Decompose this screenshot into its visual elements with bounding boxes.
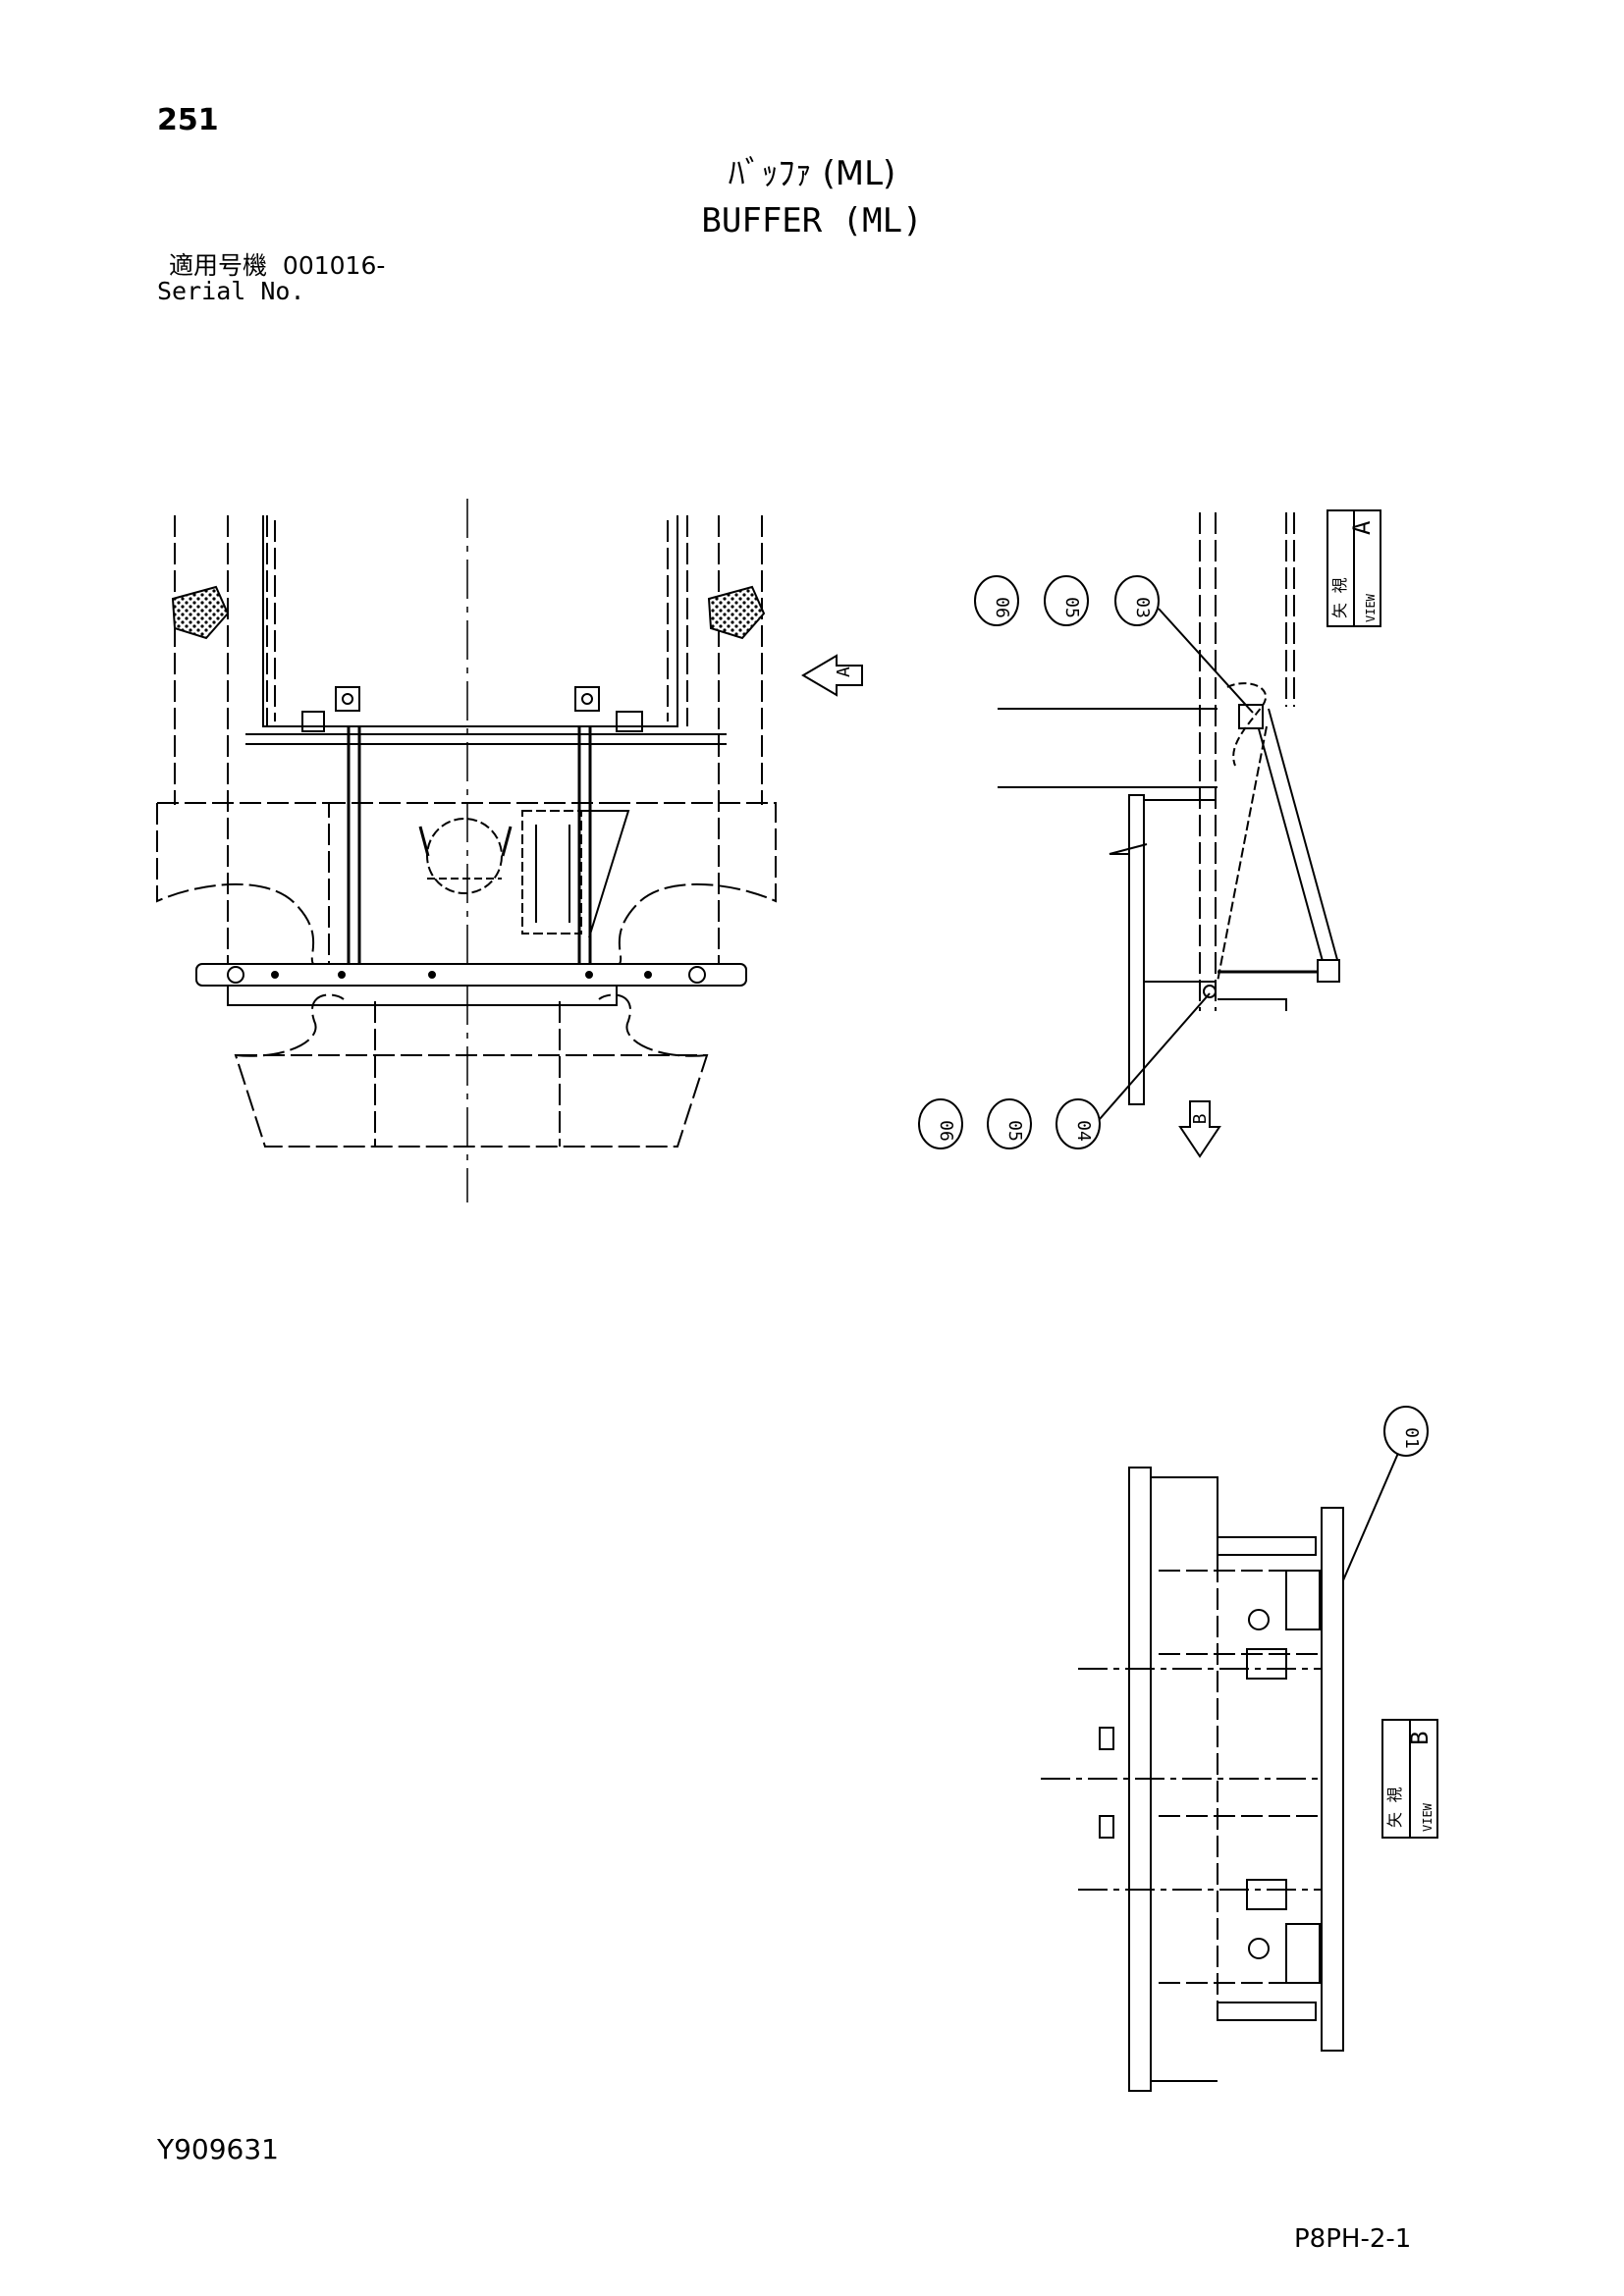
- callout-bottom-1: 06: [936, 1120, 956, 1142]
- callout-view-b-1: 01: [1401, 1427, 1422, 1449]
- page-number: 251: [157, 103, 219, 137]
- serial-label-ja-text: 適用号機: [169, 251, 268, 280]
- view-b-word: VIEW: [1421, 1802, 1435, 1832]
- callouts-bottom: [918, 992, 1211, 1149]
- serial-label-japanese: 適用号機 001016-: [169, 253, 385, 278]
- callout-top-3: 03: [1132, 597, 1153, 618]
- arrow-b-label: B: [1190, 1114, 1211, 1125]
- bottom-view: [1041, 1450, 1438, 2092]
- callouts-top: [974, 575, 1254, 714]
- serial-number: 001016-: [282, 251, 386, 280]
- page-code: P8PH-2-1: [1294, 2224, 1412, 2254]
- title-japanese: ﾊﾞｯﾌｧ (ML): [728, 154, 896, 193]
- arrow-a-label: A: [834, 667, 854, 677]
- view-a-word: VIEW: [1364, 593, 1378, 622]
- view-arrow-b: B: [1178, 1100, 1221, 1158]
- callout-top-2: 05: [1061, 597, 1082, 618]
- serial-label-english: Serial No.: [157, 277, 305, 305]
- side-view: [998, 509, 1381, 1105]
- view-b-kanji: 矢 視: [1385, 1787, 1404, 1828]
- callout-bottom-3: 04: [1073, 1120, 1094, 1142]
- callout-top-1: 06: [992, 597, 1012, 618]
- callout-view-b: [1383, 1406, 1429, 1457]
- front-view: [156, 499, 777, 1202]
- view-arrow-a: A: [801, 654, 863, 697]
- view-a-letter: A: [1348, 520, 1376, 535]
- callout-bottom-2: 05: [1004, 1120, 1025, 1142]
- view-a-kanji: 矢 視: [1330, 577, 1349, 618]
- view-b-letter: B: [1406, 1732, 1434, 1745]
- document-code: Y909631: [157, 2133, 279, 2165]
- title-english: BUFFER (ML): [701, 201, 923, 240]
